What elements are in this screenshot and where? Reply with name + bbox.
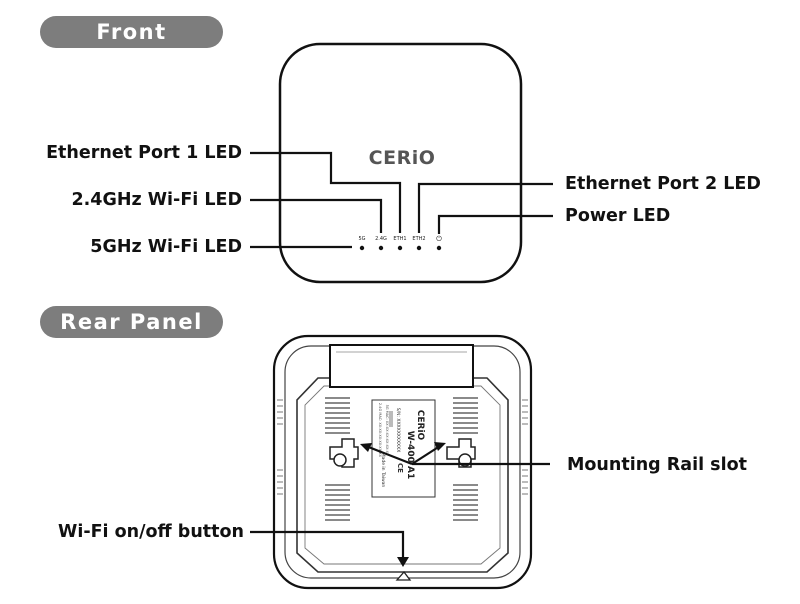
led-5g: [359, 245, 365, 251]
rear-top-tab: [329, 344, 474, 388]
sticker-ce: CE: [396, 463, 404, 473]
callout-2-4ghz-wifi-led: 2.4GHz Wi-Fi LED: [71, 190, 242, 210]
product-sticker: [371, 399, 436, 498]
led-label-2-4g: 2.4G: [375, 236, 387, 242]
leader-wifi-button: [250, 530, 405, 560]
arrow-mount-right: [434, 442, 446, 451]
sticker-brand: CERiO: [415, 410, 425, 441]
led-2-4g: [378, 245, 384, 251]
led-label-power: ⏻: [436, 235, 442, 243]
front-section-title: Front: [40, 16, 223, 48]
leader-wifi24: [250, 198, 383, 233]
vent-right-top: [453, 397, 478, 434]
vent-right-bottom: [453, 484, 478, 521]
vent-left-top: [325, 397, 350, 434]
sticker-mac-2: 5G MAC: XX:XX:XX:XX:XX:XX: [385, 405, 389, 456]
led-label-eth1: ETH1: [393, 236, 406, 242]
callout-ethernet-port-1-led: Ethernet Port 1 LED: [46, 143, 242, 163]
arrow-mount-left: [360, 443, 372, 452]
led-label-eth2: ETH2: [412, 236, 425, 242]
wifi-button: [395, 570, 412, 581]
vent-left-bottom: [325, 484, 350, 521]
led-label-5g: 5G: [358, 236, 365, 242]
leader-mount-right: [411, 445, 441, 465]
mount-slot-left: [329, 438, 359, 468]
leader-power: [437, 214, 553, 234]
leader-mount-left: [365, 444, 413, 466]
callout-power-led: Power LED: [565, 206, 671, 226]
leader-eth2: [417, 182, 553, 233]
callout-mounting-rail-slot: Mounting Rail slot: [567, 455, 747, 475]
sticker-barcode: [389, 411, 393, 427]
led-eth1: [397, 245, 403, 251]
rear-section-title: Rear Panel: [40, 306, 223, 338]
callout-wifi-on-off-button: Wi-Fi on/off button: [58, 522, 244, 542]
sticker-mac-1: 2.4G MAC: XX:XX:XX:XX:XX:XX: [378, 403, 382, 458]
arrow-wifi-button: [397, 557, 409, 567]
front-brand-logo: CERiO: [369, 147, 436, 169]
callout-5ghz-wifi-led: 5GHz Wi-Fi LED: [90, 237, 242, 257]
front-device-body: [278, 42, 523, 284]
callout-ethernet-port-2-led: Ethernet Port 2 LED: [565, 174, 761, 194]
leader-eth1: [250, 151, 402, 233]
sticker-made-in: Made in Taiwan: [380, 453, 386, 488]
sticker-sn: S/N: XXXXXXXXXXX: [395, 408, 401, 453]
led-eth2: [416, 245, 422, 251]
led-power: [436, 245, 442, 251]
sticker-model: W-400 A1: [405, 431, 415, 479]
